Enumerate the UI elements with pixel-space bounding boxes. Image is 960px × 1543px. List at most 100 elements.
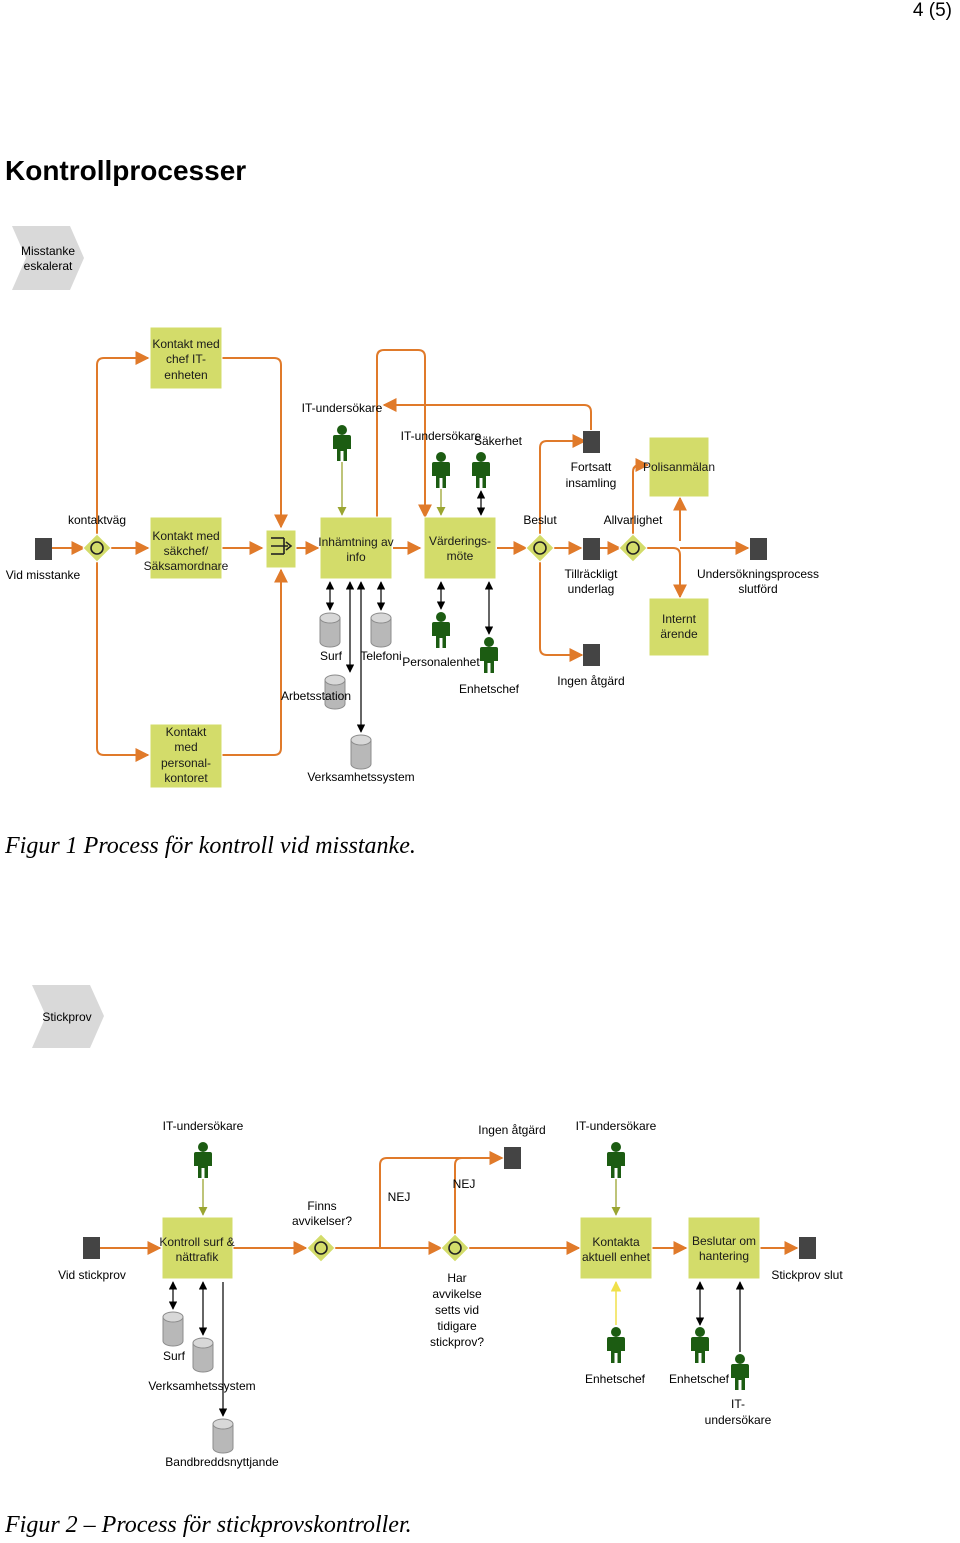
label-surf-2: Surf <box>163 1349 186 1363</box>
figure2: Stickprov Vid stickprov IT-undersökare K… <box>32 985 843 1469</box>
box-inhamtning: Inhämtning av info <box>318 516 394 580</box>
label-har-avvikelse: tidigare <box>437 1319 477 1333</box>
merge-gateway-icon <box>265 529 297 569</box>
box-line: Kontakt med <box>152 529 219 543</box>
box-line: Kontakta <box>592 1235 640 1249</box>
event-ingen-atgard <box>583 644 600 666</box>
box-line: Beslutar om <box>692 1234 756 1248</box>
label-tillrackligt: underlag <box>568 582 615 596</box>
person-it-undersokare-1-icon <box>333 425 351 461</box>
label-ingen-atgard: Ingen åtgärd <box>557 674 624 688</box>
label-verksamhetssystem-2: Verksamhetssystem <box>148 1379 255 1393</box>
flow-lines-2 <box>100 1151 799 1255</box>
box-kontakt-sakchef: Kontakt med säkchef/ Säksamordnare <box>144 516 229 580</box>
event-tillrackligt-underlag <box>583 538 600 560</box>
person-enhetschef-2-icon <box>607 1327 625 1363</box>
label-verksamhetssystem: Verksamhetssystem <box>307 770 414 784</box>
label-surf: Surf <box>320 649 343 663</box>
label-allvarlighet: Allvarlighet <box>604 513 663 527</box>
event-ingen-atgard-2 <box>504 1147 521 1169</box>
label-har-avvikelse: stickprov? <box>430 1335 484 1349</box>
label-kontaktvag: kontaktväg <box>68 513 126 527</box>
label-personalenhet: Personalenhet <box>402 655 480 669</box>
person-it-undersokare-2-icon <box>432 452 450 488</box>
box-line: enheten <box>164 368 207 382</box>
start-event-vid-stickprov <box>83 1237 100 1259</box>
start-chevron-misstanke: Misstanke eskalerat <box>12 226 84 290</box>
gateway-allvarlighet <box>618 533 648 563</box>
label-it-undersokare-2: IT-undersökare <box>401 429 482 443</box>
person-sakerhet-icon <box>472 452 490 488</box>
figure1-caption: Figur 1 Process för kontroll vid misstan… <box>5 833 416 859</box>
box-line: Värderings- <box>429 534 491 548</box>
label-vid-misstanke: Vid misstanke <box>6 568 81 582</box>
box-line: info <box>346 550 366 564</box>
event-fortsatt-insamling <box>583 431 600 453</box>
datastore-surf-icon <box>319 612 341 648</box>
person-it-undersokare-c-icon <box>731 1354 749 1390</box>
figure2-caption: Figur 2 – Process för stickprovskontroll… <box>5 1512 412 1538</box>
box-kontroll-surf: Kontroll surf & nättrafik <box>159 1216 235 1280</box>
datastore-verksamhetssystem-2-icon <box>192 1337 214 1373</box>
label-fortsatt-insamling: insamling <box>566 476 617 490</box>
label-telefoni: Telefoni <box>360 649 401 663</box>
box-kontakt-chef-it: Kontakt med chef IT- enheten <box>149 326 223 390</box>
datastore-bandbredd-icon <box>212 1418 234 1454</box>
box-line: kontoret <box>164 771 208 785</box>
label-fortsatt-insamling: Fortsatt <box>571 460 612 474</box>
start-chevron-stickprov: Stickprov <box>32 985 104 1048</box>
label-undersokning-slutford: slutförd <box>738 582 777 596</box>
gateway-beslut <box>525 533 555 563</box>
label-har-avvikelse: Har <box>447 1271 466 1285</box>
gateway-har-avvikelse <box>440 1233 470 1263</box>
chevron-label: Stickprov <box>42 1010 91 1024</box>
box-line: Säksamordnare <box>144 559 229 573</box>
person-it-undersokare-a-icon <box>194 1142 212 1178</box>
label-enhetschef-1: Enhetschef <box>585 1372 646 1386</box>
label-bandbredd: Bandbreddsnyttjande <box>165 1455 279 1469</box>
label-undersokning-slutford: Undersökningsprocess <box>697 567 819 581</box>
label-beslut: Beslut <box>523 513 557 527</box>
box-line: hantering <box>699 1249 749 1263</box>
label-it-undersokare-c: undersökare <box>705 1413 772 1427</box>
page-heading: Kontrollprocesser <box>5 155 247 186</box>
label-tillrackligt: Tillräckligt <box>565 567 619 581</box>
box-line: aktuell enhet <box>582 1250 651 1264</box>
box-line: möte <box>447 549 474 563</box>
label-nej-2: NEJ <box>453 1177 476 1191</box>
datastore-surf-2-icon <box>162 1311 184 1347</box>
label-enhetschef: Enhetschef <box>459 682 520 696</box>
box-line: Kontroll surf & <box>159 1235 234 1249</box>
label-it-undersokare-1: IT-undersökare <box>302 401 383 415</box>
box-line: ärende <box>660 627 698 641</box>
gateway-finns-avvikelser <box>306 1233 336 1263</box>
label-ingen-atgard-2: Ingen åtgärd <box>478 1123 545 1137</box>
flow-lines <box>52 349 750 762</box>
label-sakerhet: Säkerhet <box>474 434 523 448</box>
box-internt-arende: Internt ärende <box>648 597 710 657</box>
box-line: personal- <box>161 756 211 770</box>
box-polisanmalan: Polisanmälan <box>643 436 715 498</box>
box-line: med <box>174 740 197 754</box>
label-har-avvikelse: setts vid <box>435 1303 479 1317</box>
gateway-kontaktvag <box>82 533 112 563</box>
box-line: säkchef/ <box>164 544 209 558</box>
box-line: Kontakt med <box>152 337 219 351</box>
label-stickprov-slut: Stickprov slut <box>771 1268 843 1282</box>
label-vid-stickprov: Vid stickprov <box>58 1268 126 1282</box>
person-enhetschef-3-icon <box>691 1327 709 1363</box>
person-enhetschef-icon <box>480 637 498 673</box>
datastore-verksamhetssystem-icon <box>350 734 372 770</box>
end-event-undersokning-slutford <box>750 538 767 560</box>
box-line: Inhämtning av <box>318 535 393 549</box>
box-line: Kontakt <box>166 725 207 739</box>
datastore-telefoni-icon <box>370 612 392 648</box>
label-it-undersokare-a: IT-undersökare <box>163 1119 244 1133</box>
person-personalenhet-icon <box>432 612 450 648</box>
box-kontakta-enhet: Kontakta aktuell enhet <box>579 1216 653 1280</box>
chevron-line2: eskalerat <box>24 259 73 273</box>
box-varderingsmote: Värderings- möte <box>423 516 497 580</box>
box-beslutar-hantering: Beslutar om hantering <box>687 1216 761 1280</box>
box-line: Polisanmälan <box>643 460 715 474</box>
